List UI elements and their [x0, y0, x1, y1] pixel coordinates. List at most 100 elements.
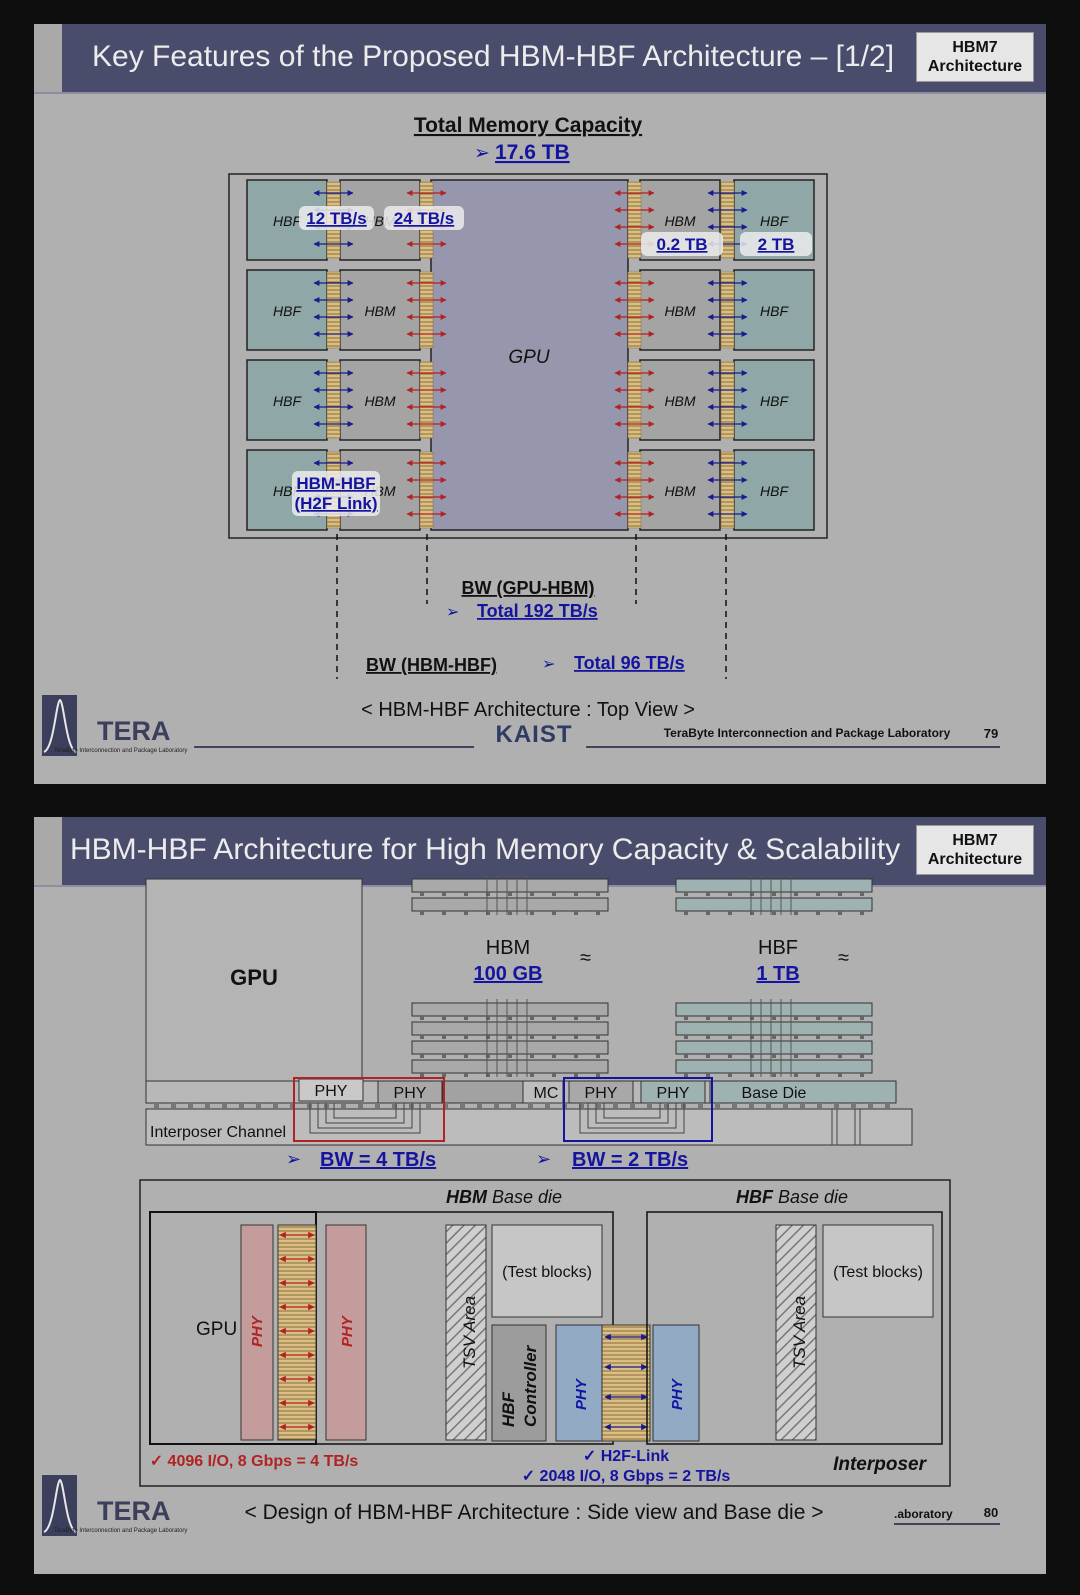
hbf-bump [684, 892, 688, 896]
hbm-bump [596, 911, 600, 915]
gpu-hbm-arrows [279, 1231, 315, 1431]
page-number: 80 [984, 1505, 998, 1520]
hbf-die-layer [675, 1040, 873, 1055]
micro-bump [239, 1103, 244, 1108]
figure-caption: < HBM-HBF Architecture : Top View > [361, 699, 695, 721]
micro-bump [528, 1103, 533, 1108]
hbf-bump [816, 1016, 820, 1020]
slide-79: Key Features of the Proposed HBM-HBF Arc… [34, 24, 1046, 784]
hbm-capacity: 100 GB [474, 963, 543, 985]
hbf-bump [684, 1054, 688, 1058]
hbf-bump [794, 1054, 798, 1058]
hbf-bump [684, 1073, 688, 1077]
hbm-phy-block [325, 1224, 367, 1441]
callout-hbm-capacity-box [641, 232, 723, 256]
hbf-bump [772, 1016, 776, 1020]
hbf-bump [728, 892, 732, 896]
hbf-bump [860, 1016, 864, 1020]
hbf-bump [772, 1054, 776, 1058]
micro-bump [426, 1103, 431, 1108]
slide-title: HBM-HBF Architecture for High Memory Cap… [70, 833, 901, 866]
micro-bump [851, 1103, 856, 1108]
figure-caption: < Design of HBM-HBF Architecture : Side … [245, 1501, 824, 1524]
hbf-die-layer [675, 878, 873, 893]
callout-h2f-link-box [292, 471, 380, 516]
hbm-bump [508, 1073, 512, 1077]
hbf-bump [816, 1054, 820, 1058]
h2f-link-bumps [601, 1324, 651, 1442]
bw-hbm-hbf-heading: BW (HBM-HBF) [366, 655, 497, 675]
hbm-die-layer [411, 1002, 609, 1017]
hbf-bump [794, 1016, 798, 1020]
hbm-die-layer [411, 878, 609, 893]
hbm-bump [486, 1073, 490, 1077]
hbm-wave: ≈ [580, 947, 591, 969]
hbf-bump [794, 1073, 798, 1077]
hbf-chip-label: HBF [273, 393, 302, 409]
micro-bump [273, 1103, 278, 1108]
hbm-tsv-area-label: TSV Area [460, 1296, 479, 1369]
interposer-label: Interposer [833, 1454, 928, 1475]
hbf-bump [816, 1035, 820, 1039]
hbf-controller-label-1: HBF [499, 1391, 518, 1427]
hbf-bump [684, 911, 688, 915]
hbm-bump [574, 892, 578, 896]
hbm-chip-label: HBM [664, 393, 695, 409]
micro-bump [545, 1103, 550, 1108]
hbf-bump [772, 1073, 776, 1077]
gpu-floorplan-label: GPU [196, 1319, 237, 1340]
hbm-bump [552, 1073, 556, 1077]
capacity-heading: Total Memory Capacity [414, 114, 643, 137]
badge-line-2: Architecture [927, 851, 1023, 868]
hbm-bump [464, 1016, 468, 1020]
tsv-bump-strip [720, 181, 735, 259]
section-badge: HBM7 Architecture [916, 825, 1034, 875]
hbm-bump [420, 892, 424, 896]
micro-bump [358, 1103, 363, 1108]
bw-gpu-hbm-value: Total 192 TB/s [477, 601, 598, 621]
badge-line-2: Architecture [927, 58, 1023, 75]
hbf-chip-label: HBF [273, 303, 302, 319]
micro-bump [596, 1103, 601, 1108]
hbf-test-blocks [822, 1224, 934, 1318]
hbm-bump [508, 1054, 512, 1058]
tera-logo: TERA TeraByte Interconnection and Packag… [42, 695, 187, 756]
bw-left-value: BW = 4 TB/s [320, 1149, 436, 1171]
hbm-bump [442, 1016, 446, 1020]
interposer-traces [309, 1103, 861, 1145]
header-rule [34, 92, 1046, 94]
hbm-bump [552, 892, 556, 896]
bw-right-bullet-icon: ➢ [536, 1149, 551, 1169]
interposer-outline [139, 1179, 951, 1487]
hbm-bump [420, 1054, 424, 1058]
tsv-bump-strip [627, 271, 642, 349]
spec-gpu-hbm: ✓ 4096 I/O, 8 Gbps = 4 TB/s [150, 1453, 359, 1470]
hbm-bump [552, 911, 556, 915]
bw-left-bullet-icon: ➢ [286, 1149, 301, 1169]
slide-80: HBM-HBF Architecture for High Memory Cap… [34, 817, 1046, 1574]
micro-bump [647, 1103, 652, 1108]
callout-h2f-link-text: (H2F Link) [294, 494, 377, 513]
hbm-bump [530, 911, 534, 915]
hbf-bump [860, 1035, 864, 1039]
gpu-phy-block-label: PHY [249, 1314, 266, 1347]
header-accent [34, 24, 62, 93]
bw-hbm-hbf-bullet-icon: ➢ [542, 656, 555, 673]
bw-gpu-hbm-bullet-icon: ➢ [446, 604, 459, 621]
hbf-bump [728, 1016, 732, 1020]
micro-bump [630, 1103, 635, 1108]
hbm-phy-block-label: PHY [339, 1314, 356, 1347]
micro-bump [392, 1103, 397, 1108]
hbm-bump [574, 1016, 578, 1020]
hbm-base [442, 1080, 524, 1104]
hbf-phy-block-label: PHY [669, 1377, 686, 1410]
hbf-test-blocks-label: (Test blocks) [833, 1264, 923, 1281]
capacity-value: 17.6 TB [495, 141, 570, 164]
hbm-die-layer [411, 897, 609, 912]
hbm-bump [574, 1035, 578, 1039]
micro-bump [732, 1103, 737, 1108]
hbf-bump [728, 911, 732, 915]
hbf-bump [860, 1073, 864, 1077]
logo-subtitle: TeraByte Interconnection and Package Lab… [54, 1528, 187, 1534]
